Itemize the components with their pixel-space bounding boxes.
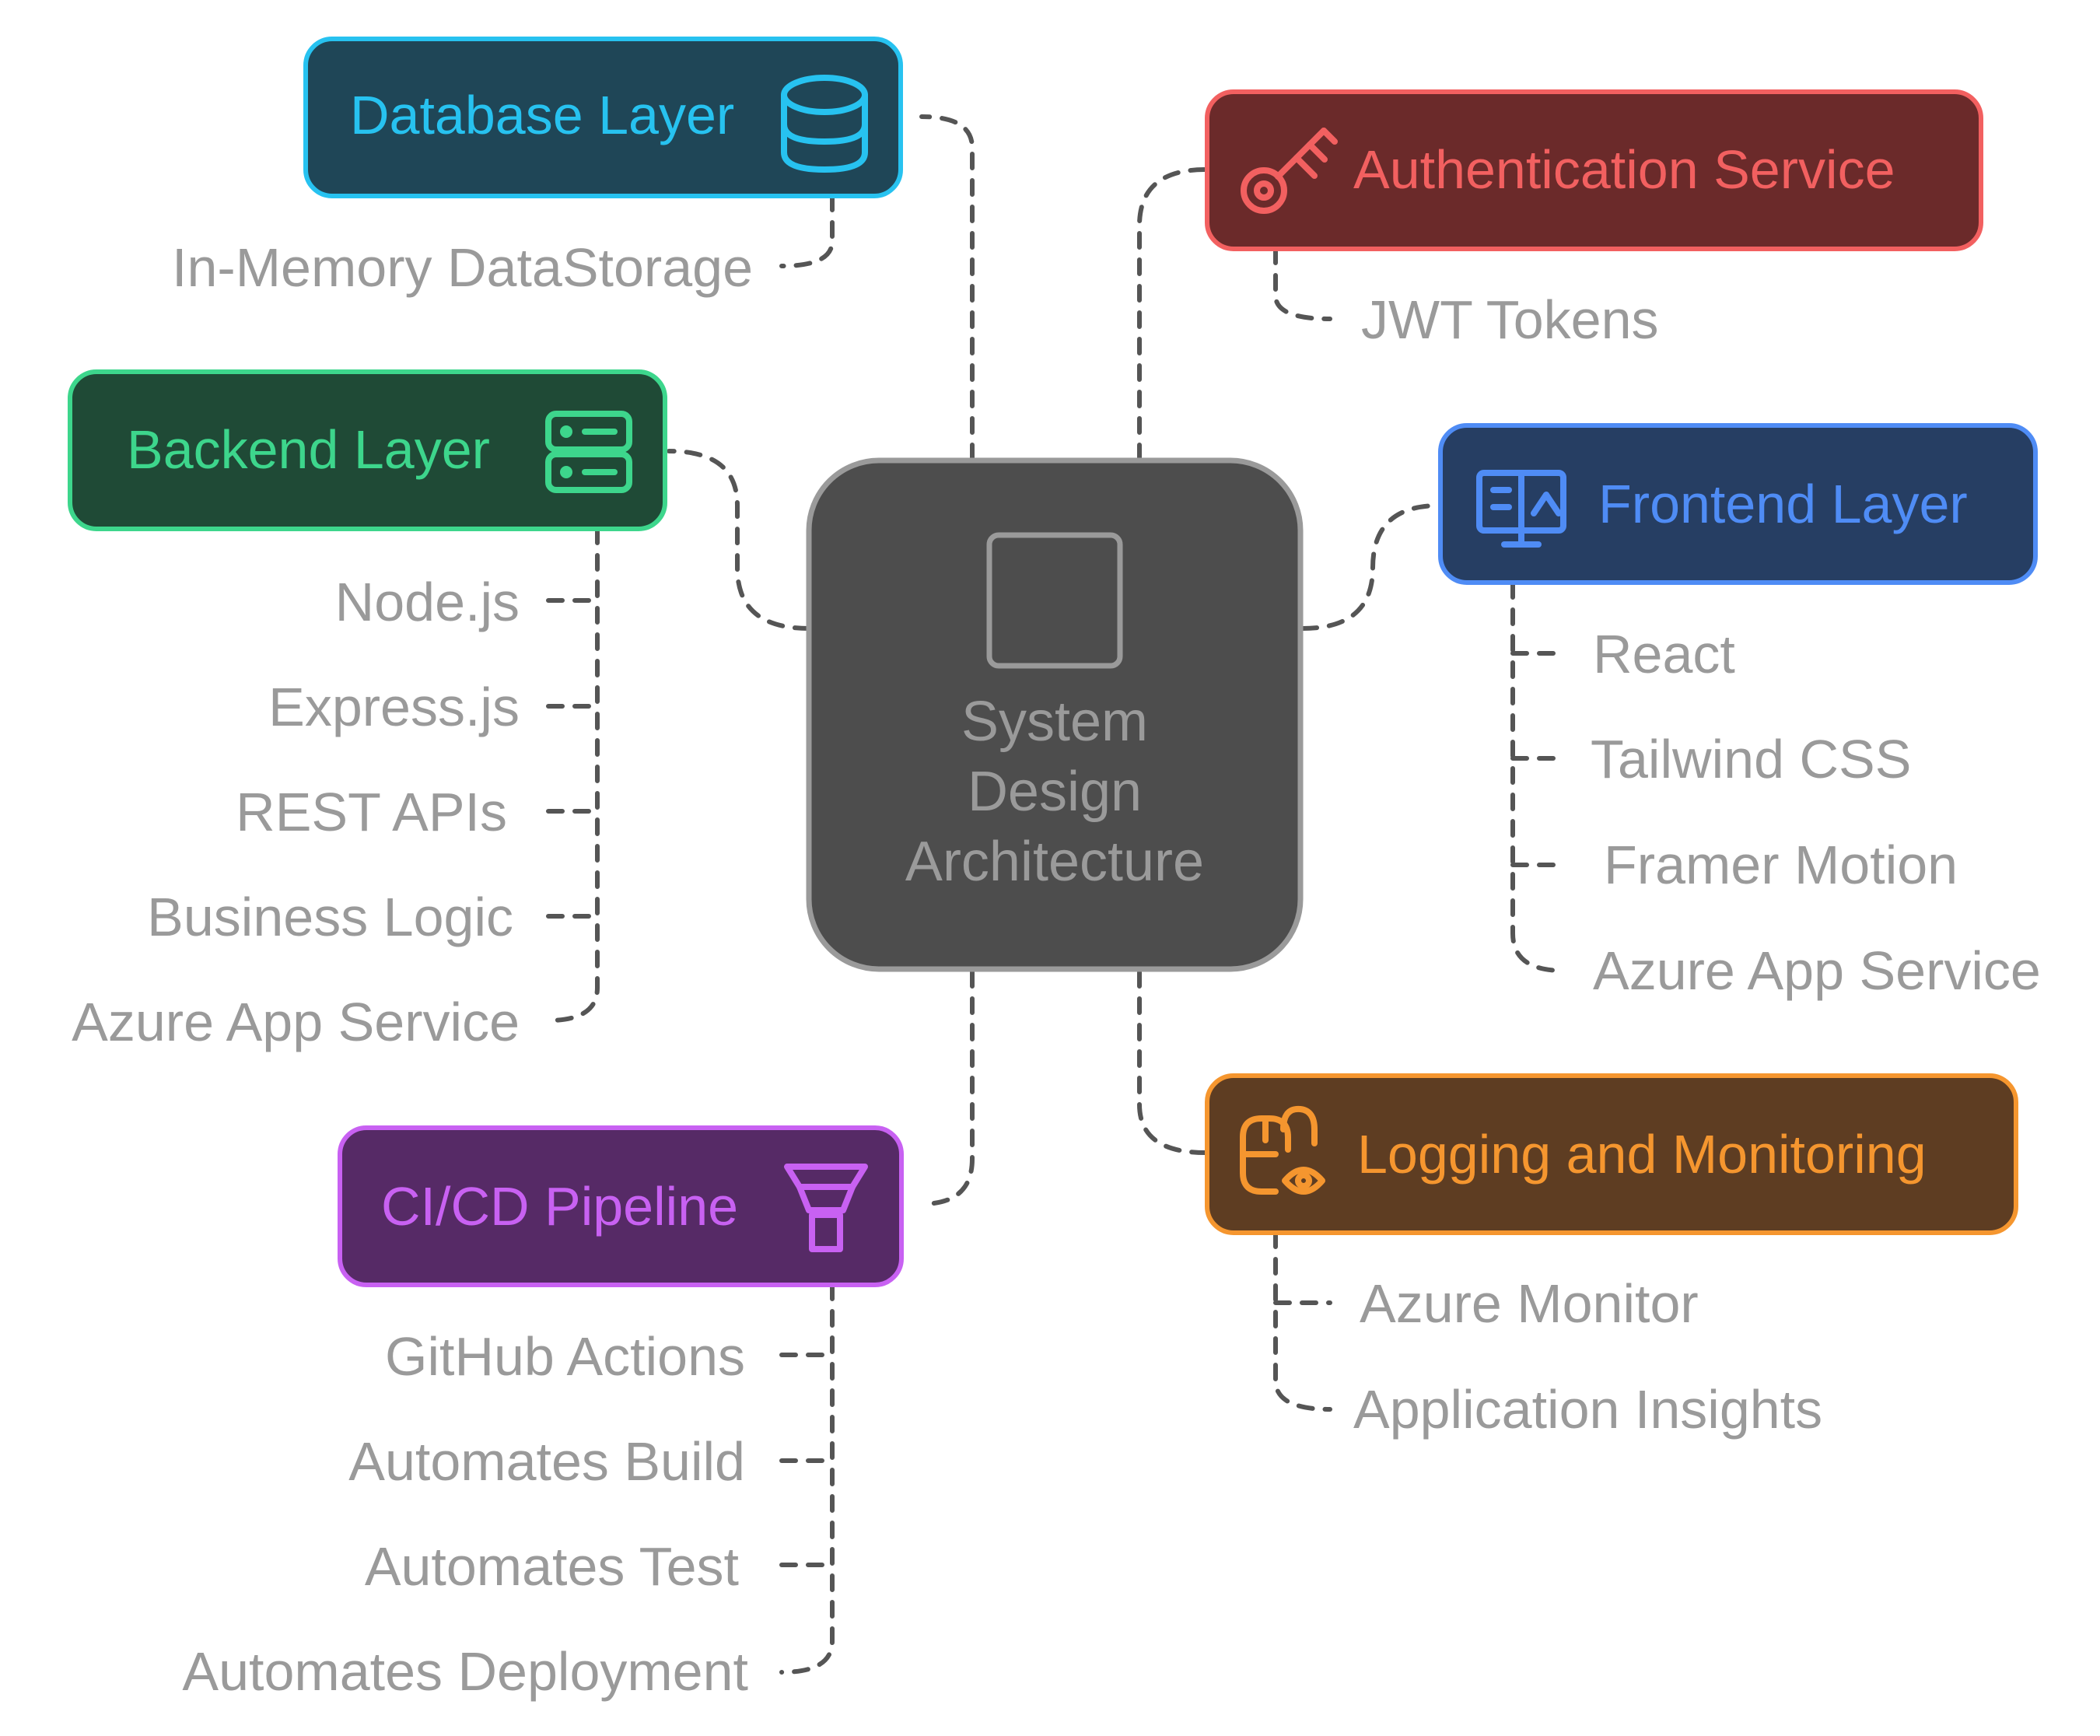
connector-database: [919, 114, 975, 461]
monitor-icon: [1476, 470, 1566, 548]
backend-sub-connector: [546, 527, 600, 1023]
frontend-item-4: Azure App Service: [1593, 940, 2041, 1001]
square-icon: [986, 532, 1123, 669]
connector-frontend: [1300, 503, 1441, 631]
logging-node-box: [1205, 1073, 2018, 1235]
center-node[interactable]: System Design Architecture: [806, 457, 1304, 972]
cicd-node[interactable]: CI/CD Pipeline: [338, 1125, 904, 1287]
cicd-item-3: Automates Test: [365, 1536, 739, 1597]
cicd-label: CI/CD Pipeline: [381, 1176, 738, 1237]
frontend-sub-connector: [1510, 581, 1566, 973]
connector-cicd: [919, 970, 975, 1206]
funnel-icon: [784, 1164, 868, 1252]
center-node-box: [806, 457, 1304, 972]
sub-connectors: [546, 194, 1566, 1675]
connector-logging: [1137, 970, 1208, 1155]
database-node[interactable]: Database Layer: [303, 37, 903, 198]
connector-auth: [1137, 167, 1208, 461]
logging-item-2: Application Insights: [1353, 1379, 1822, 1440]
frontend-item-2: Tailwind CSS: [1591, 729, 1911, 789]
backend-label: Backend Layer: [127, 419, 490, 480]
backend-item-2: Express.js: [268, 677, 520, 737]
key-icon: [1241, 128, 1338, 214]
center-title-line-2: Design: [968, 761, 1142, 823]
logging-label: Logging and Monitoring: [1357, 1124, 1927, 1185]
center-title-line-3: Architecture: [905, 831, 1204, 893]
server-icon: [545, 411, 632, 493]
frontend-node[interactable]: Frontend Layer: [1438, 423, 2038, 585]
database-item-1: In-Memory DataStorage: [172, 237, 753, 298]
backend-item-5: Azure App Service: [72, 992, 520, 1052]
database-icon: [781, 75, 868, 173]
auth-item-1: JWT Tokens: [1361, 289, 1659, 350]
cicd-node-box: [338, 1125, 904, 1287]
database-node-box: [303, 37, 903, 198]
backend-node[interactable]: Backend Layer: [68, 369, 667, 531]
backend-node-box: [68, 369, 667, 531]
cicd-item-2: Automates Build: [348, 1431, 745, 1492]
frontend-item-1: React: [1593, 624, 1735, 684]
cicd-sub-connector: [779, 1283, 835, 1675]
database-label: Database Layer: [350, 85, 734, 145]
logging-sub-connector: [1273, 1230, 1332, 1412]
backend-item-1: Node.js: [335, 572, 520, 632]
auth-node[interactable]: Authentication Service: [1205, 89, 1983, 251]
center-title-line-1: System: [961, 691, 1148, 753]
center-connectors: [667, 114, 1441, 1206]
frontend-item-3: Framer Motion: [1604, 835, 1958, 895]
cicd-item-4: Automates Deployment: [182, 1641, 748, 1702]
auth-sub-connector: [1273, 247, 1332, 321]
auth-node-box: [1205, 89, 1983, 251]
auth-label: Authentication Service: [1353, 139, 1895, 200]
connector-backend: [667, 449, 811, 631]
frontend-label: Frontend Layer: [1598, 474, 1968, 534]
logging-item-1: Azure Monitor: [1360, 1273, 1699, 1334]
mouse-eye-icon: [1240, 1105, 1325, 1195]
backend-item-4: Business Logic: [147, 887, 513, 947]
cicd-item-1: GitHub Actions: [385, 1326, 745, 1387]
logging-node[interactable]: Logging and Monitoring: [1205, 1073, 2018, 1235]
database-sub-connector: [779, 194, 835, 268]
frontend-node-box: [1438, 423, 2038, 585]
backend-item-3: REST APIs: [236, 782, 507, 842]
